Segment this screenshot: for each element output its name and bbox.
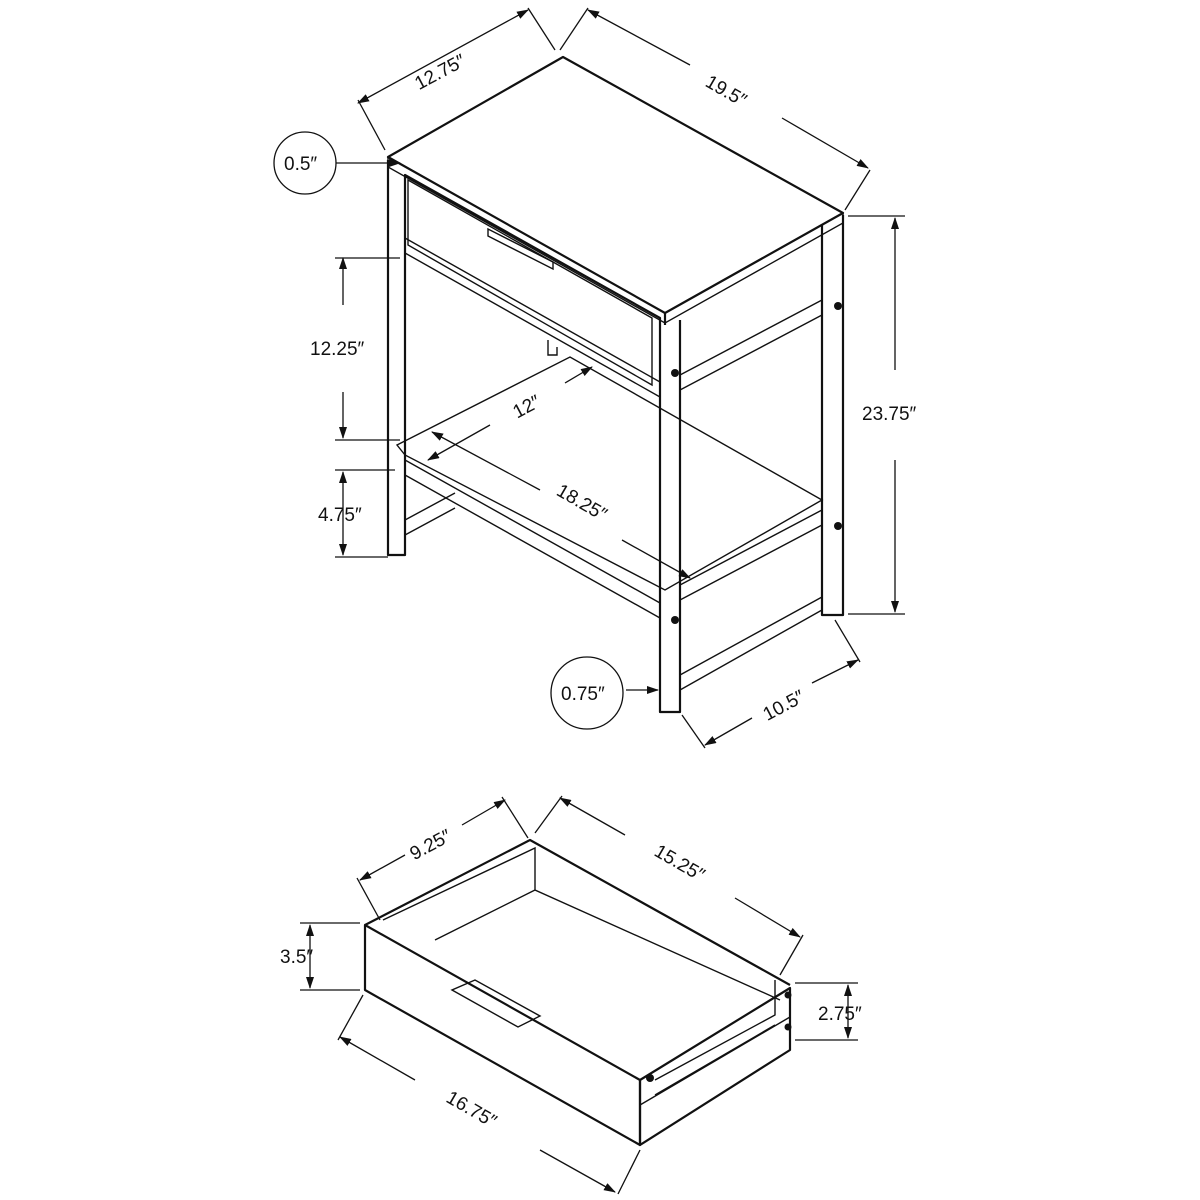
label-shelf-width: 18.25″	[553, 480, 611, 525]
label-drawer-shelf-height: 12.25″	[310, 339, 365, 360]
label-drawer-side-height: 2.75″	[818, 1004, 862, 1025]
side-table-drawing	[386, 55, 845, 714]
front-legs	[386, 160, 682, 714]
label-shelf-clearance: 4.75″	[318, 505, 362, 526]
label-top-depth: 12.75″	[412, 50, 470, 94]
label-drawer-inner-width: 15.25″	[651, 841, 709, 886]
drawer-front-panel	[363, 923, 642, 1147]
label-base-depth: 10.5″	[760, 686, 809, 725]
table-top	[386, 55, 845, 315]
label-shelf-depth: 12″	[510, 391, 545, 423]
label-drawer-front-width: 16.75″	[442, 1087, 500, 1132]
label-top-thickness: 0.5″	[284, 154, 317, 175]
label-top-width: 19.5″	[702, 72, 751, 112]
label-leg-thickness: 0.75″	[561, 684, 605, 705]
drawer-dimension-lines	[300, 795, 858, 1195]
drawer-drawing	[363, 838, 792, 1147]
label-drawer-front-height: 3.5″	[280, 947, 313, 968]
drawer-handle	[487, 227, 554, 271]
label-overall-height: 23.75″	[862, 404, 917, 425]
back-right-leg	[820, 215, 845, 617]
table-dimension-lines	[273, 7, 905, 749]
drawer-handle	[450, 979, 542, 1028]
lower-shelf	[395, 356, 824, 591]
label-drawer-depth: 9.25″	[407, 826, 456, 865]
drawer-front	[407, 178, 653, 387]
